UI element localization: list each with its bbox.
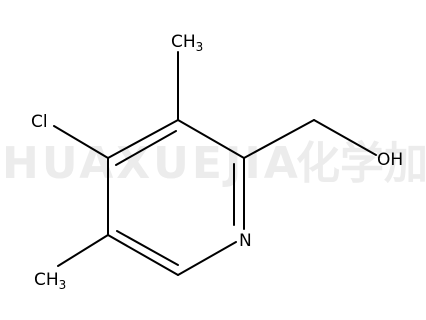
bond-c3-c4-double — [115, 130, 177, 166]
bond-c5-ch3 — [57, 234, 109, 267]
bond-c2-c3 — [177, 119, 245, 159]
bond-c5-c6 — [107, 234, 179, 276]
bond-c4-cl — [53, 125, 109, 159]
bond-c2-ch2 — [243, 119, 315, 159]
atom-labels: CH3 Cl N OH CH3 — [31, 32, 403, 292]
atom-hydroxyl: OH — [377, 150, 403, 170]
bond-c3-c4 — [107, 119, 179, 159]
atom-ch3-bottom: CH3 — [34, 270, 66, 292]
atom-ch3-top: CH3 — [171, 32, 203, 54]
bond-c6-n — [177, 241, 237, 276]
bond-ch2-oh — [313, 119, 377, 156]
watermark: HUAXUEJIA 化学加 — [2, 138, 426, 189]
bond-c5-c6-double — [116, 230, 179, 266]
bonds — [53, 51, 377, 276]
atom-chlorine: Cl — [31, 112, 48, 132]
atom-nitrogen: N — [239, 231, 252, 251]
